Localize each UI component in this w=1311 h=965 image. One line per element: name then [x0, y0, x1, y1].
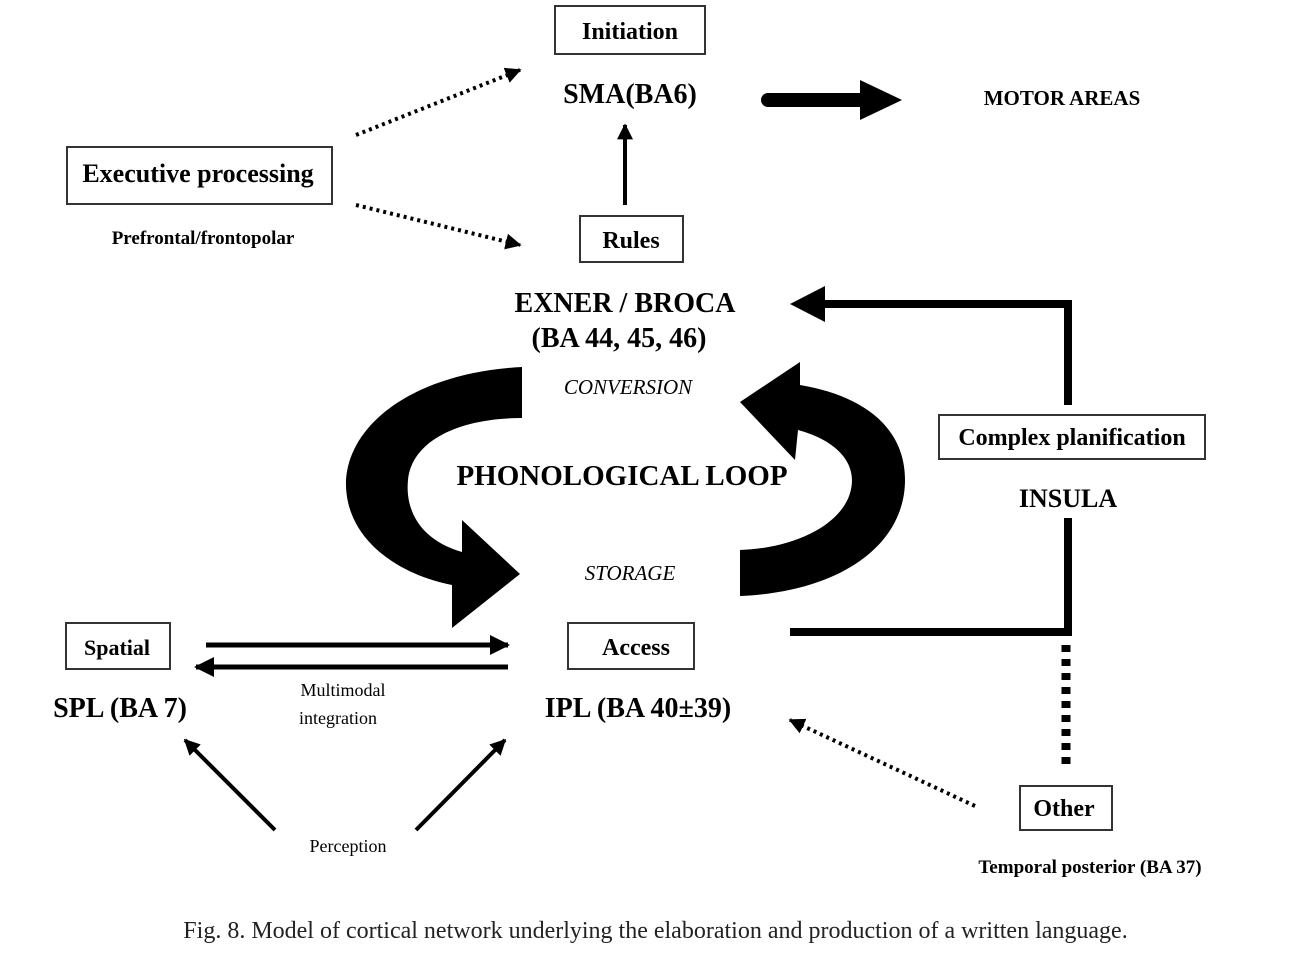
insula-to-ipl-line [790, 518, 1072, 636]
complex-label: Complex planification [958, 425, 1185, 451]
sma-region-label: SMA(BA6) [563, 79, 697, 110]
spatial-node: Spatial SPL (BA 7) [53, 622, 187, 724]
other-node: Other Temporal posterior (BA 37) [978, 785, 1202, 878]
phonological-loop-label: PHONOLOGICAL LOOP [456, 460, 787, 492]
perception-to-ipl-arrow [414, 738, 507, 832]
prefrontal-label: Prefrontal/frontopolar [112, 228, 295, 249]
insula-to-broca-arrowhead [790, 286, 825, 322]
other-to-ipl-arrow [788, 718, 976, 808]
spatial-box [65, 622, 171, 670]
loop-right-arrow [740, 362, 905, 596]
complex-box [938, 414, 1206, 460]
integration-label: integration [299, 708, 377, 728]
rules-node: Rules EXNER / BROCA (BA 44, 45, 46) [515, 215, 737, 354]
initiation-label: Initiation [582, 19, 678, 45]
ipl-region-label: IPL (BA 40±39) [545, 693, 732, 724]
other-label: Other [1033, 796, 1095, 822]
insula-label: INSULA [1019, 484, 1117, 513]
sma-to-motor-arrowhead [860, 80, 902, 120]
ba-44-45-46-label: (BA 44, 45, 46) [532, 323, 707, 354]
complex-node: Complex planification INSULA [938, 414, 1206, 513]
multimodal-label: Multimodal [301, 680, 386, 700]
executive-node: Executive processing Prefrontal/frontopo… [66, 146, 333, 249]
insula-connector [790, 286, 1072, 770]
phonological-loop: CONVERSION PHONOLOGICAL LOOP STORAGE [345, 362, 905, 628]
rules-box [579, 215, 684, 263]
storage-label: STORAGE [585, 561, 676, 585]
other-box [1019, 785, 1113, 831]
motor-areas-node: MOTOR AREAS [761, 80, 1141, 120]
spl-region-label: SPL (BA 7) [53, 693, 187, 724]
initiation-node: Initiation SMA(BA6) [554, 5, 706, 110]
spatial-label: Spatial [84, 635, 150, 660]
loop-left-arrow [345, 367, 522, 628]
cortical-network-diagram: Initiation SMA(BA6) MOTOR AREAS Executiv… [53, 5, 1206, 878]
insula-to-broca-line [825, 300, 1072, 405]
executive-to-initiation-arrow [355, 67, 522, 137]
access-label: Access [602, 635, 670, 661]
conversion-label: CONVERSION [564, 375, 693, 399]
figure-caption: Fig. 8. Model of cortical network underl… [183, 918, 1128, 944]
initiation-box [554, 5, 706, 55]
access-node: Access IPL (BA 40±39) [545, 622, 732, 724]
perception-label: Perception [310, 836, 387, 856]
access-box [567, 622, 695, 670]
executive-label: Executive processing [82, 159, 313, 188]
perception-to-spl-arrow [183, 738, 277, 832]
rules-label: Rules [602, 228, 659, 254]
motor-areas-label: MOTOR AREAS [984, 86, 1141, 110]
executive-box [66, 146, 333, 205]
temporal-posterior-label: Temporal posterior (BA 37) [978, 857, 1201, 878]
exner-broca-label: EXNER / BROCA [515, 288, 737, 319]
executive-to-rules-arrow [355, 203, 522, 250]
